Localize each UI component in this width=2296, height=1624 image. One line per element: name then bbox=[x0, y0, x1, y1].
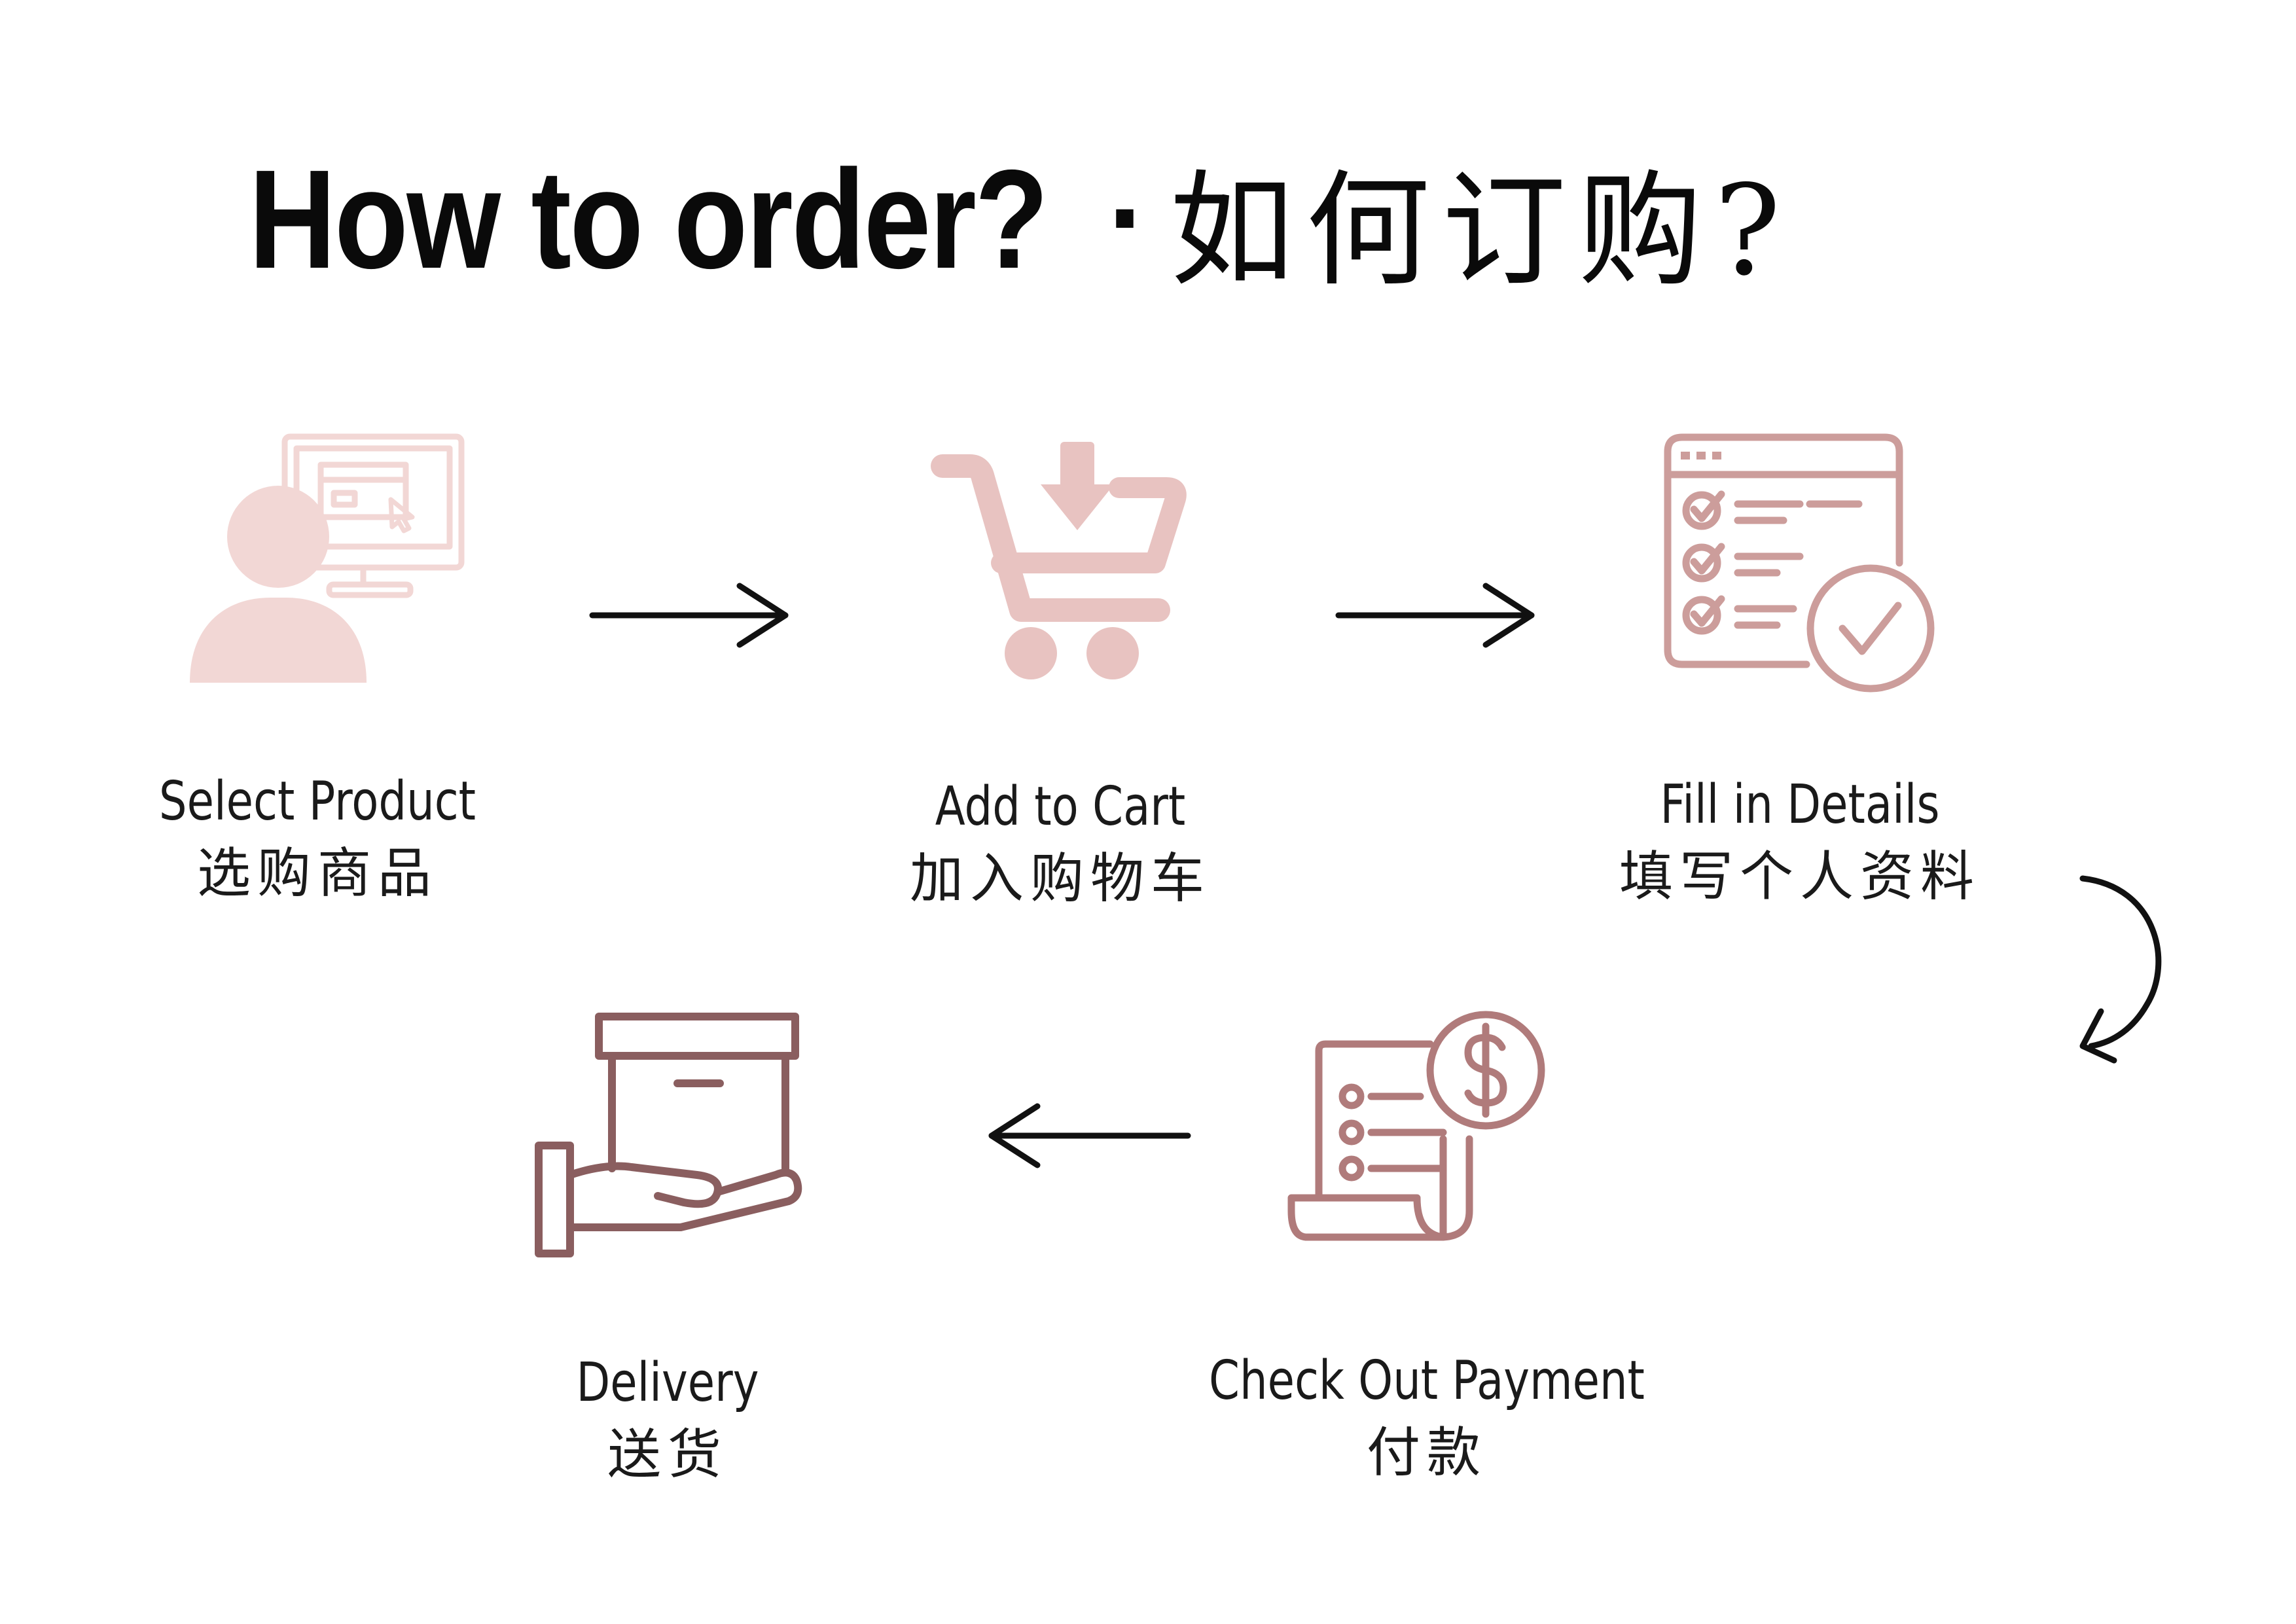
form-checklist-icon bbox=[1664, 433, 1935, 693]
step-title-en: Fill in Details bbox=[1660, 774, 1940, 836]
arrow-left-icon bbox=[988, 1103, 1191, 1168]
delivery-box-icon bbox=[535, 1013, 802, 1257]
person-computer-icon bbox=[190, 433, 465, 683]
step-title-zh: 填写个人资料 bbox=[1619, 846, 1981, 908]
curved-arrow-icon bbox=[2079, 875, 2162, 1064]
arrow-right-icon bbox=[589, 583, 789, 648]
step-title-zh: 付款 bbox=[1366, 1422, 1487, 1484]
step-label-add-to-cart: Add to Cart 加入购物车 bbox=[851, 771, 1270, 915]
step-label-check-out-payment: Check Out Payment 付款 bbox=[1145, 1345, 1708, 1489]
step-title-en: Add to Cart bbox=[935, 776, 1186, 838]
page-title: How to order? · 如何订购? bbox=[249, 140, 1793, 303]
step-label-select-product: Select Product 选购商品 bbox=[108, 766, 527, 910]
receipt-payment-icon bbox=[1287, 1011, 1545, 1241]
step-title-zh: 送货 bbox=[607, 1424, 728, 1486]
step-title-en: Select Product bbox=[158, 770, 476, 833]
step-title-zh: 选购商品 bbox=[196, 842, 438, 905]
shopping-cart-icon bbox=[931, 442, 1187, 679]
step-title-en: Delivery bbox=[576, 1352, 759, 1414]
step-label-fill-in-details: Fill in Details 填写个人资料 bbox=[1564, 769, 2036, 913]
step-title-zh: 加入购物车 bbox=[909, 848, 1211, 910]
title-english: How to order? bbox=[249, 140, 1049, 298]
step-title-en: Check Out Payment bbox=[1209, 1350, 1645, 1412]
step-label-delivery: Delivery 送货 bbox=[471, 1347, 864, 1491]
title-chinese: 如何订购? bbox=[1169, 158, 1793, 303]
arrow-right-icon bbox=[1335, 583, 1535, 648]
title-separator: · bbox=[1106, 162, 1143, 276]
